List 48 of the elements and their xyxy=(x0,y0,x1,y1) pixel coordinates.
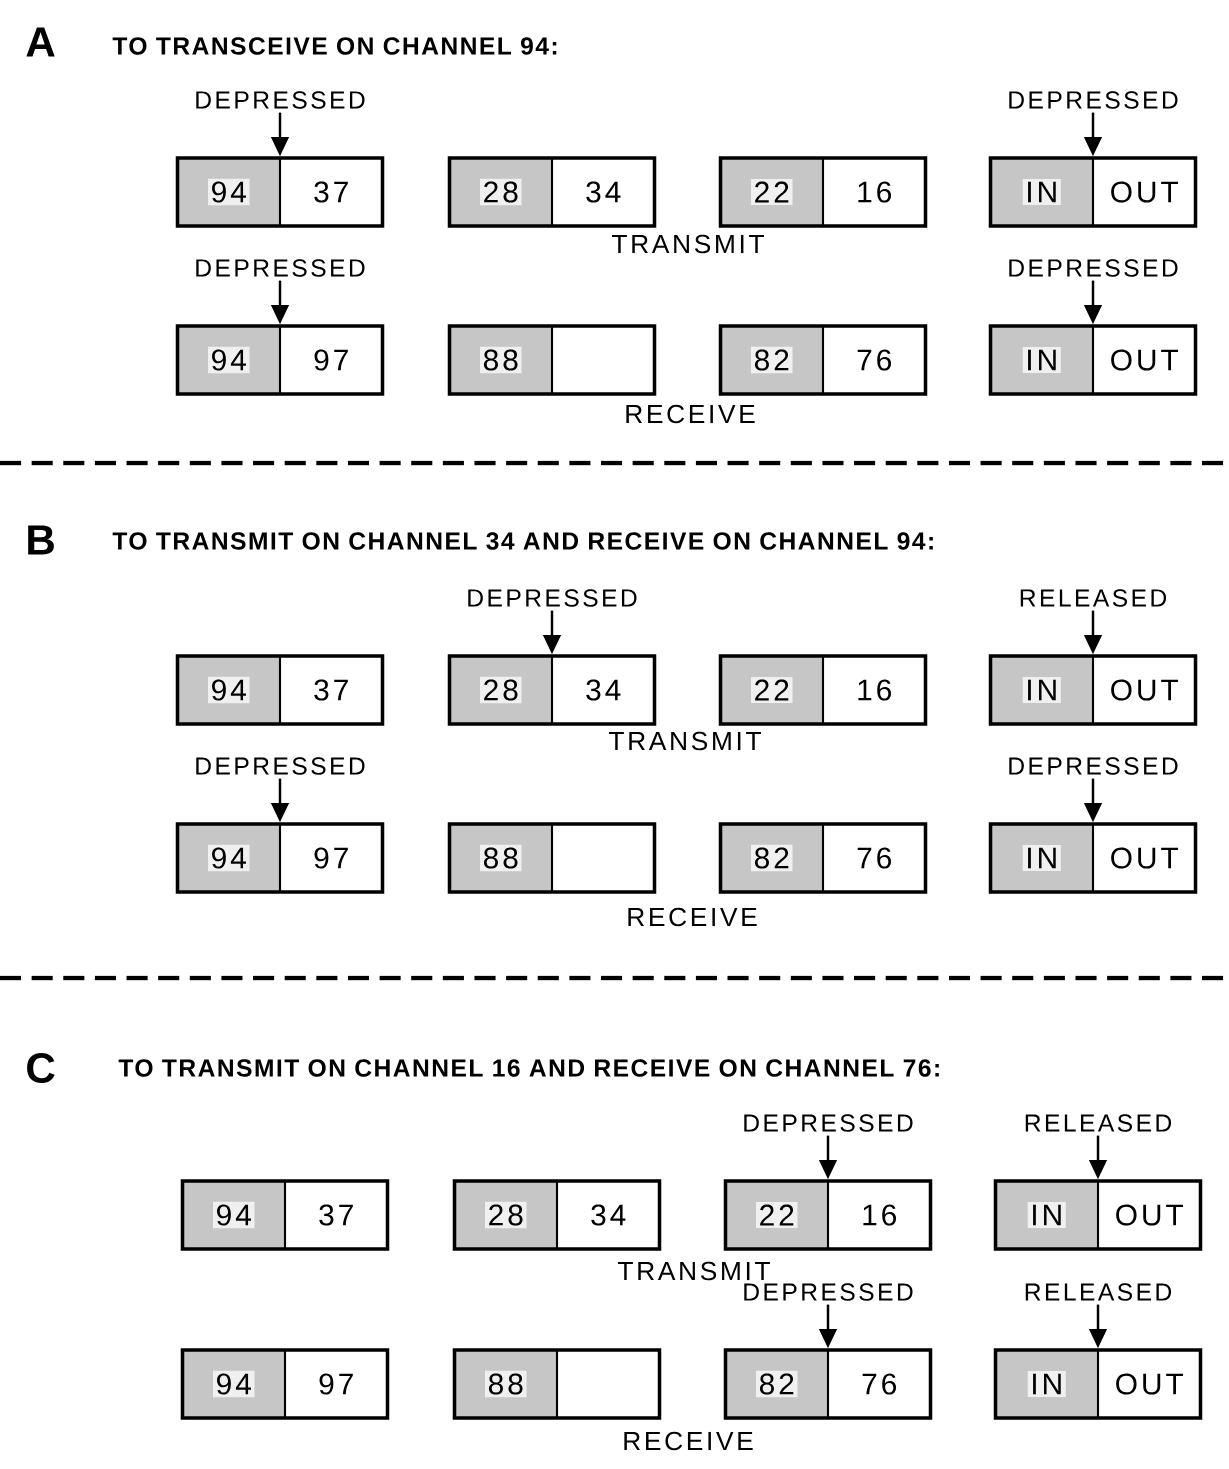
switch-button: IN OUT xyxy=(993,1348,1203,1420)
row-label: RECEIVE xyxy=(626,404,755,424)
switch-button: 88 xyxy=(447,324,657,396)
state-label: DEPRESSED xyxy=(1009,91,1178,109)
switch-button: 22 16 xyxy=(723,1179,933,1251)
row-label: TRANSMIT xyxy=(612,234,764,254)
section-letter: A xyxy=(26,27,55,57)
switch-button: 28 34 xyxy=(447,156,657,228)
switch-button: IN OUT xyxy=(993,1179,1203,1251)
switch-button: 94 97 xyxy=(175,324,385,396)
section-heading: TO TRANSMIT ON CHANNEL 34 AND RECEIVE ON CHANNEL 94: xyxy=(112,532,933,550)
state-label: DEPRESSED xyxy=(196,91,365,109)
switch-button: IN OUT xyxy=(988,822,1198,894)
state-label: DEPRESSED xyxy=(196,757,365,775)
state-label: DEPRESSED xyxy=(468,589,637,607)
switch-button: 94 97 xyxy=(180,1348,390,1420)
switch-button: 94 37 xyxy=(180,1179,390,1251)
switch-button: 94 37 xyxy=(175,654,385,726)
switch-button: IN OUT xyxy=(988,654,1198,726)
switch-button: 82 76 xyxy=(723,1348,933,1420)
state-label: RELEASED xyxy=(1025,1283,1172,1301)
switch-button: 82 76 xyxy=(718,822,928,894)
switch-button: 82 76 xyxy=(718,324,928,396)
state-label: RELEASED xyxy=(1020,589,1167,607)
state-label: RELEASED xyxy=(1025,1114,1172,1132)
row-label: TRANSMIT xyxy=(618,1261,770,1281)
state-label: DEPRESSED xyxy=(744,1114,913,1132)
row-label: RECEIVE xyxy=(624,1431,753,1451)
state-label: DEPRESSED xyxy=(744,1283,913,1301)
switch-button: 88 xyxy=(447,822,657,894)
switch-button: 22 16 xyxy=(718,654,928,726)
switch-button: 22 16 xyxy=(718,156,928,228)
state-label: DEPRESSED xyxy=(196,259,365,277)
row-label: TRANSMIT xyxy=(609,731,761,751)
switch-button: 28 34 xyxy=(452,1179,662,1251)
section-heading: TO TRANSMIT ON CHANNEL 16 AND RECEIVE ON CHANNEL 76: xyxy=(118,1059,939,1077)
switch-button: 28 34 xyxy=(447,654,657,726)
state-label: DEPRESSED xyxy=(1009,259,1178,277)
switch-button: IN OUT xyxy=(988,156,1198,228)
row-label: RECEIVE xyxy=(628,907,757,927)
switch-button: 94 97 xyxy=(175,822,385,894)
section-heading: TO TRANSCEIVE ON CHANNEL 94: xyxy=(112,37,557,55)
switch-button: 94 37 xyxy=(175,156,385,228)
state-label: DEPRESSED xyxy=(1009,757,1178,775)
switch-button: 88 xyxy=(452,1348,662,1420)
switch-button: IN OUT xyxy=(988,324,1198,396)
section-letter: B xyxy=(28,525,54,555)
section-letter: C xyxy=(27,1053,55,1083)
